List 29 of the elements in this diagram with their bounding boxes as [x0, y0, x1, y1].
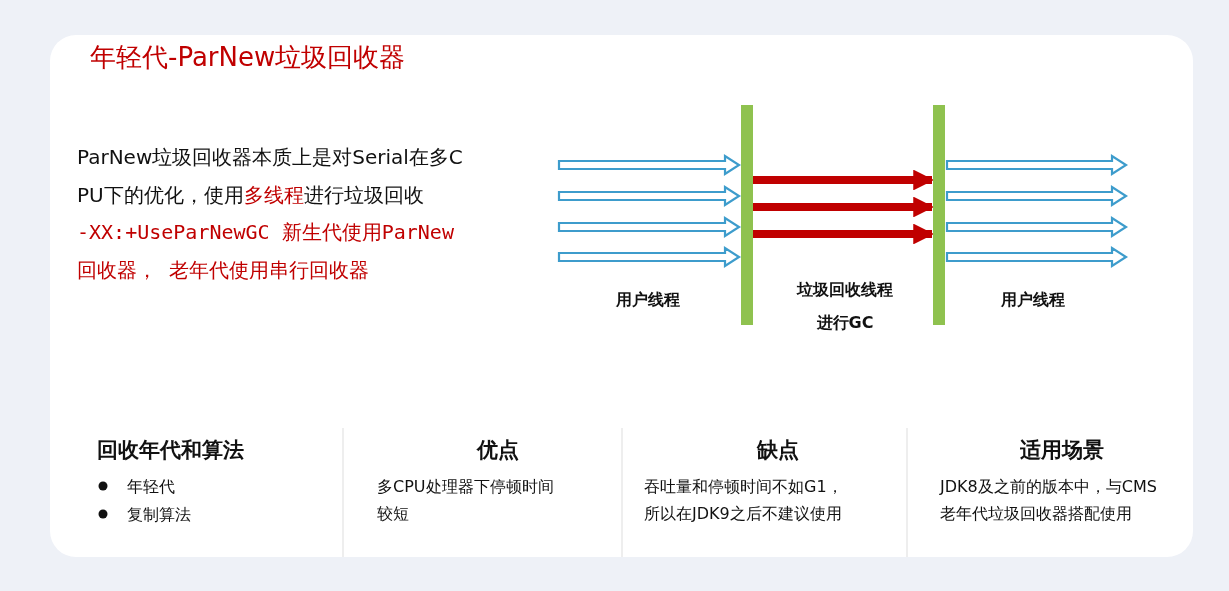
list-item: 复制算法 — [127, 504, 192, 526]
column-header: 优点 — [477, 437, 519, 464]
paragraph: ParNew垃圾回收器本质上是对Serial在多CPU下的优化，使用多线程进行垃圾回收 — [77, 144, 464, 209]
column-header: 缺点 — [757, 437, 799, 464]
diagram-label: 垃圾回收线程 — [797, 280, 893, 301]
diagram-label: 用户线程 — [616, 290, 680, 311]
arrow — [945, 216, 1129, 238]
arrow — [753, 169, 935, 191]
barrier-bar — [741, 105, 753, 325]
diagram-label: 用户线程 — [1001, 290, 1065, 311]
column-header: 回收年代和算法 — [97, 437, 244, 464]
arrow — [945, 154, 1129, 176]
table-cell-text: 吞吐量和停顿时间不如G1，所以在JDK9之后不建议使用 — [644, 476, 844, 525]
list-item: 年轻代 — [127, 476, 176, 498]
arrow — [557, 216, 742, 238]
arrow — [557, 185, 742, 207]
arrow — [753, 223, 935, 245]
table-cell-text: 多CPU处理器下停顿时间较短 — [377, 476, 555, 525]
arrow — [945, 246, 1129, 268]
arrow — [557, 154, 742, 176]
table-cell-text: JDK8及之前的版本中，与CMS老年代垃圾回收器搭配使用 — [940, 476, 1158, 525]
diagram-label: 进行GC — [816, 313, 874, 334]
arrow — [557, 246, 742, 268]
arrow — [753, 196, 935, 218]
barrier-bar — [933, 105, 945, 325]
paragraph: -XX:+UseParNewGC 新生代使用ParNew回收器， 老年代使用串行回收器 — [77, 219, 455, 284]
column-header: 适用场景 — [1020, 437, 1104, 464]
title: 年轻代-ParNew垃圾回收器 — [90, 41, 406, 74]
arrow — [945, 185, 1129, 207]
